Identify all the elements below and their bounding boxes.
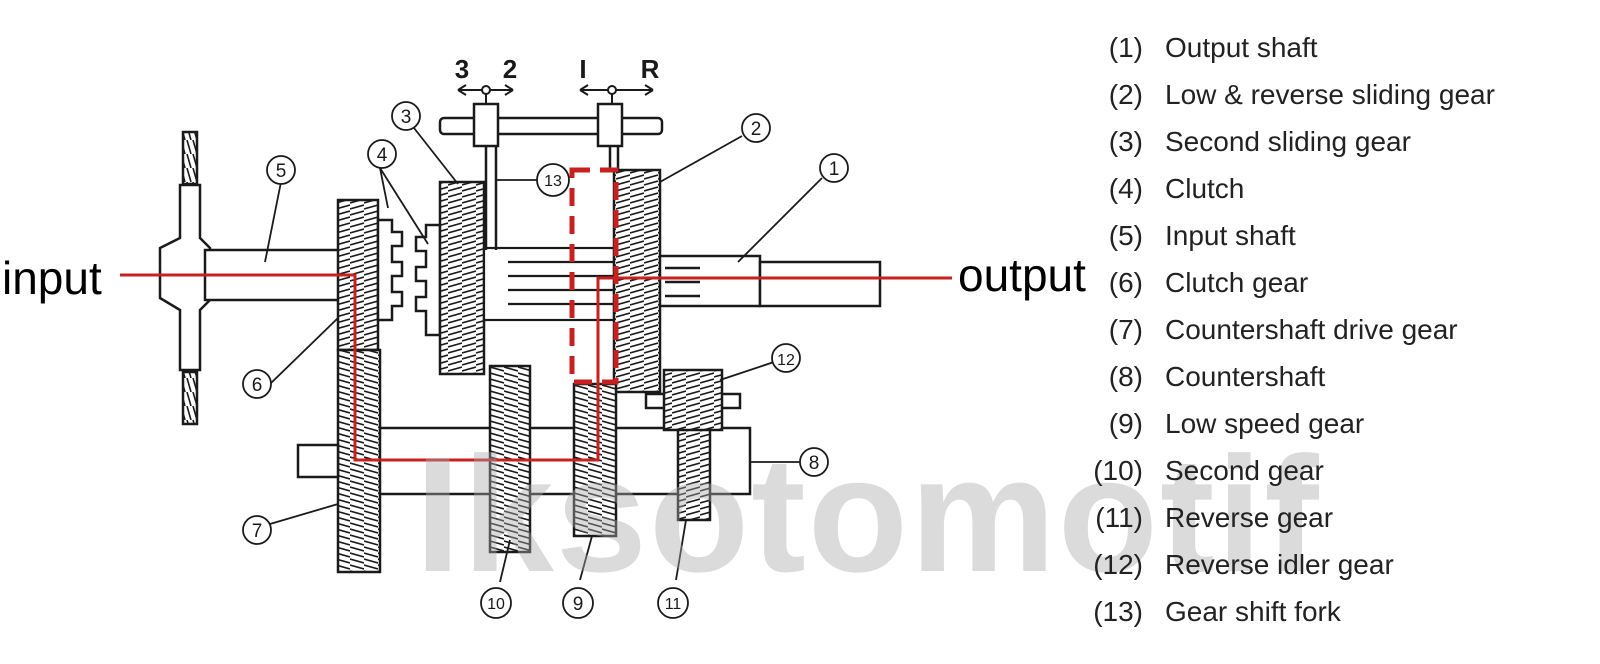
callout-label-10: 10: [487, 596, 505, 613]
legend-text: Reverse gear: [1165, 502, 1334, 533]
legend-text: Low & reverse sliding gear: [1165, 79, 1495, 110]
callout-circles: [242, 101, 849, 619]
callout-label-6: 6: [252, 375, 263, 396]
callout-label-1: 1: [829, 159, 840, 180]
legend-item: (8) Countershaft: [1075, 357, 1585, 404]
shift-direction-arrows: [457, 84, 654, 104]
callout-label-4: 4: [377, 145, 388, 166]
legend-text: Countershaft drive gear: [1165, 314, 1458, 345]
shift-label-2: 2: [503, 54, 517, 84]
legend-number: (12): [1093, 549, 1143, 580]
main-shaft-splines: [482, 246, 616, 322]
callout-label-2: 2: [751, 119, 762, 140]
legend-number: (11): [1095, 502, 1143, 533]
legend-number: (8): [1108, 361, 1143, 392]
legend-item: (4) Clutch: [1075, 169, 1585, 216]
shift-label-1: I: [579, 54, 586, 84]
legend-text: Low speed gear: [1165, 408, 1365, 439]
output-label: output: [958, 249, 1086, 301]
shift-label-3: 3: [455, 54, 469, 84]
legend-text: Reverse idler gear: [1165, 549, 1394, 580]
input-flange: [158, 130, 212, 426]
legend-item: (1) Output shaft: [1075, 28, 1585, 75]
callout-label-5: 5: [276, 161, 287, 182]
callout-label-8: 8: [809, 453, 820, 474]
legend-text: Gear shift fork: [1165, 596, 1341, 627]
legend-text: Output shaft: [1165, 32, 1318, 63]
legend-item: (12) Reverse idler gear: [1075, 545, 1585, 592]
legend-number: (1): [1108, 32, 1143, 63]
legend-item: (13) Gear shift fork: [1075, 592, 1585, 639]
legend-text: Clutch gear: [1165, 267, 1309, 298]
shift-label-r: R: [641, 54, 660, 84]
legend-item: (10) Second gear: [1075, 451, 1585, 498]
legend-number: (13): [1093, 596, 1143, 627]
low-reverse-sliding-gear: [612, 168, 662, 394]
legend: (1) Output shaft (2) Low & reverse sliding …: [1075, 28, 1585, 639]
second-sliding-gear: [438, 180, 486, 376]
engaged-gear-highlight: [569, 167, 619, 385]
watermark: Iksotomotif: [415, 423, 1321, 606]
legend-item: (5) Input shaft: [1075, 216, 1585, 263]
callout-label-7: 7: [252, 521, 263, 542]
reverse-idler-gear: [644, 368, 742, 432]
legend-number: (3): [1108, 126, 1143, 157]
input-label: input: [2, 252, 102, 304]
legend-item: (7) Countershaft drive gear: [1075, 310, 1585, 357]
output-shaft: [658, 254, 882, 308]
legend-text: Countershaft: [1165, 361, 1326, 392]
legend-number: (5): [1108, 220, 1143, 251]
legend-item: (3) Second sliding gear: [1075, 122, 1585, 169]
callout-label-9: 9: [573, 594, 584, 615]
legend-item: (9) Low speed gear: [1075, 404, 1585, 451]
legend-item: (6) Clutch gear: [1075, 263, 1585, 310]
power-flow-path: [120, 273, 952, 462]
legend-number: (10): [1093, 455, 1143, 486]
legend-number: (9): [1108, 408, 1143, 439]
legend-number: (7): [1108, 314, 1143, 345]
legend-text: Input shaft: [1165, 220, 1296, 251]
clutch-dogs: [376, 218, 442, 337]
callout-leaders: [264, 127, 823, 583]
legend-number: (4): [1108, 173, 1143, 204]
callout-label-3: 3: [401, 107, 412, 128]
legend-item: (11) Reverse gear: [1075, 498, 1585, 545]
legend-number: (6): [1108, 267, 1143, 298]
legend-item: (2) Low & reverse sliding gear: [1075, 75, 1585, 122]
legend-number: (2): [1108, 79, 1143, 110]
callout-label-12: 12: [777, 352, 795, 369]
legend-text: Second gear: [1165, 455, 1324, 486]
legend-text: Second sliding gear: [1165, 126, 1411, 157]
callout-label-13: 13: [544, 173, 562, 190]
gear-shift-fork: [438, 102, 664, 250]
legend-text: Clutch: [1165, 173, 1245, 204]
callout-label-11: 11: [665, 596, 682, 613]
